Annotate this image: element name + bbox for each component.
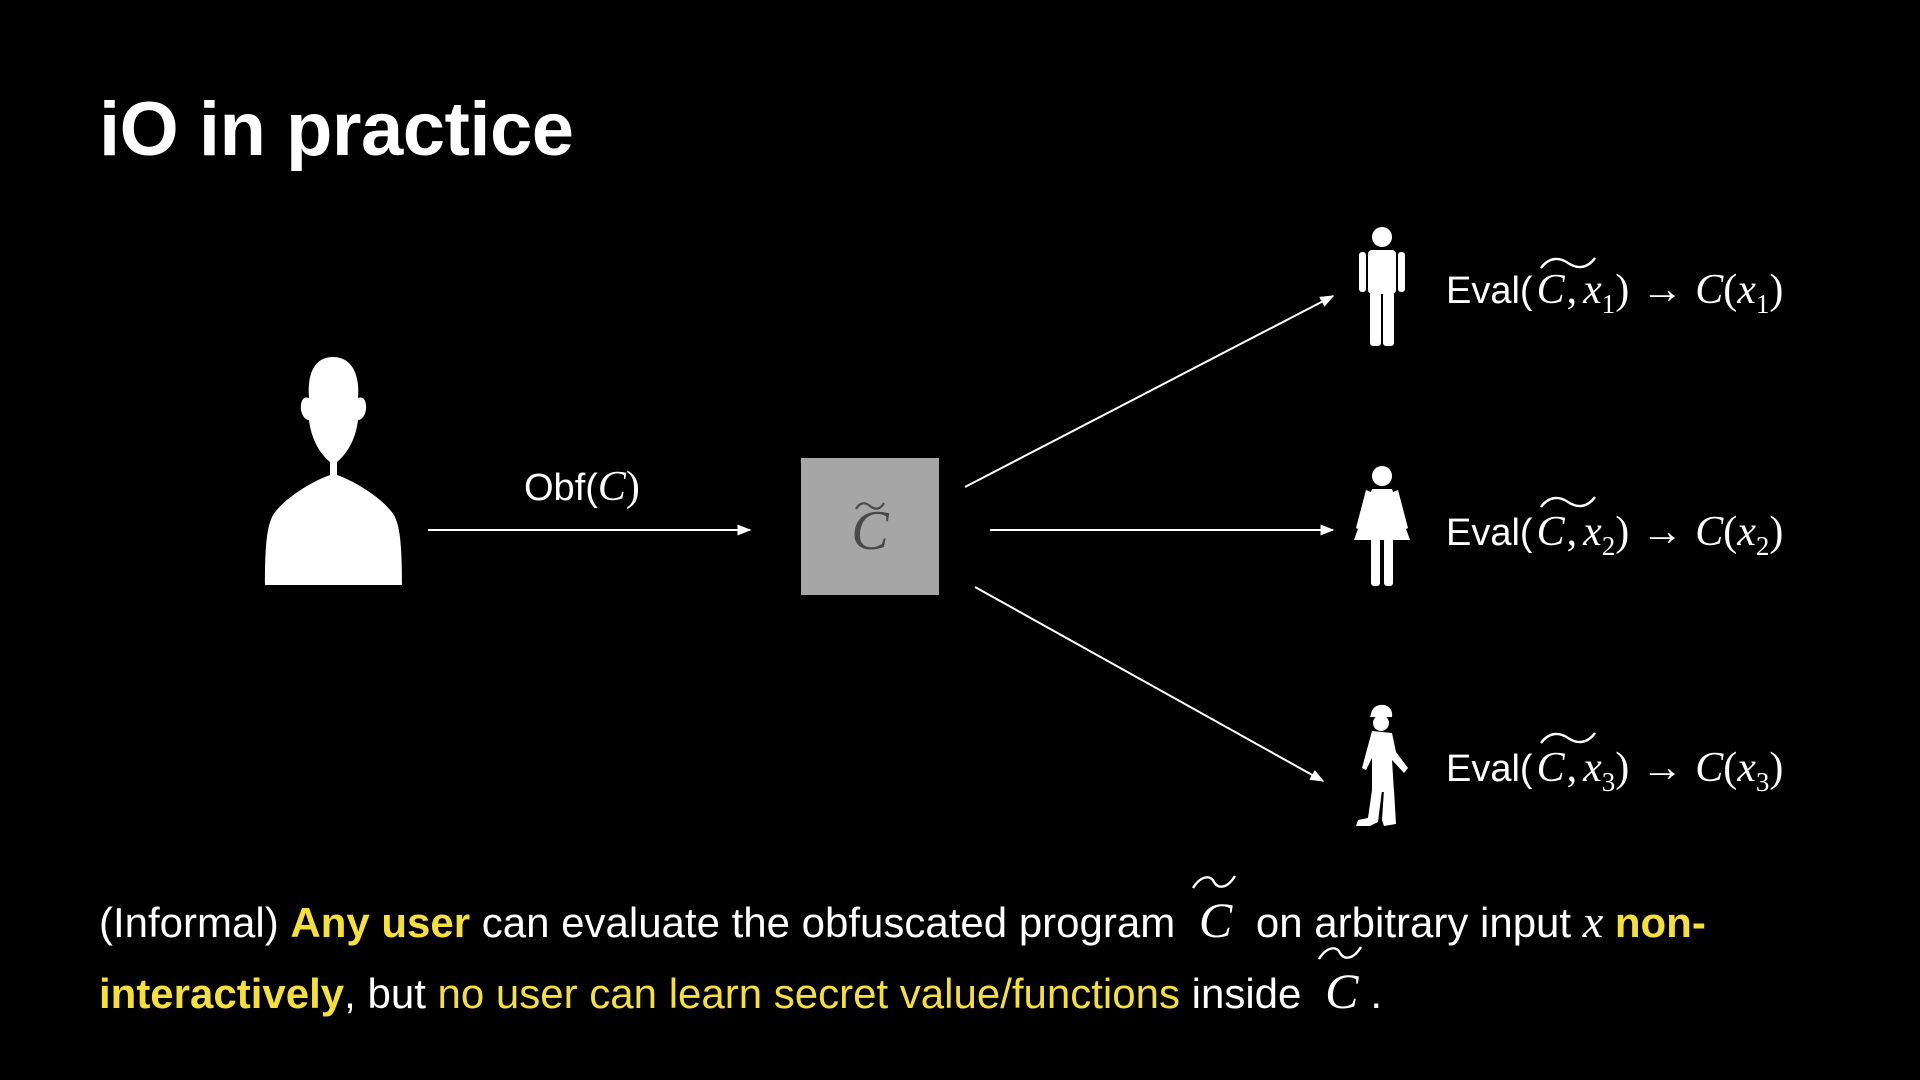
footer-text-period: .: [1370, 970, 1383, 1017]
informal-definition: (Informal) Any user can evaluate the obf…: [99, 875, 1859, 1028]
wide-tilde-mark: [1540, 732, 1596, 744]
footer-text-inside: inside: [1179, 970, 1314, 1017]
slide-title: iO in practice: [99, 87, 574, 172]
no-user-highlight: no user can learn secret value/functions: [437, 970, 1180, 1017]
footer-text-input: on arbitrary input: [1244, 899, 1583, 946]
c-tilde-symbol-2: C: [1313, 946, 1370, 1025]
wide-tilde-mark: [1540, 257, 1596, 269]
c-tilde-symbol: C: [1187, 875, 1244, 954]
footer-text-evaluate: can evaluate the obfuscated program: [470, 899, 1187, 946]
any-user-highlight: Any user: [290, 899, 471, 946]
svg-text:Eval(C,x1)→C(x1): Eval(C,x1)→C(x1): [1446, 267, 1783, 319]
obfuscator-person-icon: [265, 357, 402, 585]
eval-arrow-3: [974, 586, 1325, 782]
obf-label: Obf(C): [524, 464, 640, 510]
user-man-icon: [1359, 227, 1405, 346]
eval-arrow-1: [964, 295, 1335, 488]
footer-text-informal: (Informal): [99, 899, 291, 946]
box-c-label: C: [851, 500, 889, 562]
wide-tilde-mark: [1540, 496, 1596, 508]
eval-row-1: Eval(C,x1)→C(x1): [1446, 257, 1783, 319]
tilde-mark: [855, 502, 885, 510]
eval-row-2: Eval(C,x2)→C(x2): [1446, 496, 1783, 561]
user-woman-icon: [1354, 466, 1410, 586]
svg-text:Eval(C,x2)→C(x2): Eval(C,x2)→C(x2): [1446, 509, 1783, 561]
user-worker-icon: [1356, 704, 1408, 826]
x-variable: x: [1582, 896, 1604, 947]
obfuscated-program-box: C: [801, 458, 939, 595]
eval-row-3: Eval(C,x3)→C(x3): [1446, 732, 1783, 797]
footer-text-but: , but: [344, 970, 438, 1017]
svg-text:Eval(C,x3)→C(x3): Eval(C,x3)→C(x3): [1446, 745, 1783, 797]
non-interactively-highlight: non-interactively: [99, 899, 1706, 1017]
